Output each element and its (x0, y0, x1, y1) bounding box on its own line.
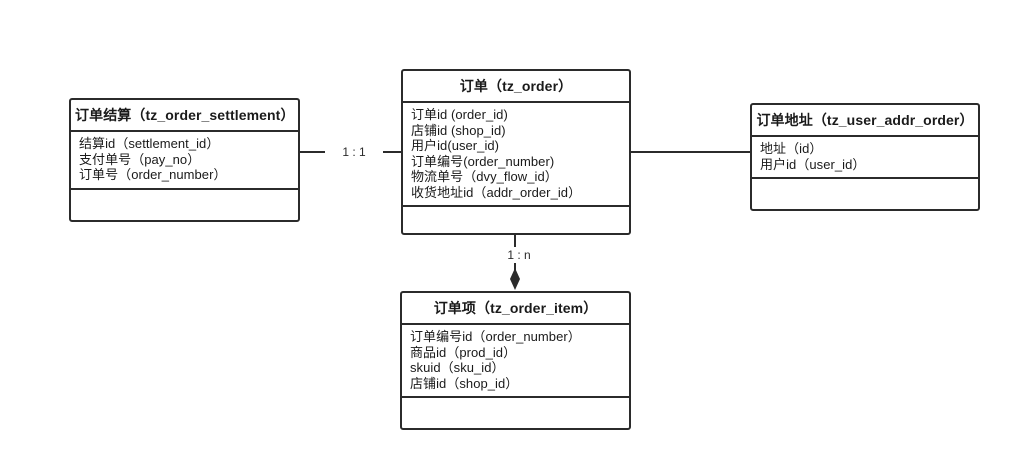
entity-title-order-item: 订单项（tz_order_item） (402, 293, 629, 325)
entity-attributes-order: 订单id (order_id) 店铺id (shop_id) 用户id(user… (403, 103, 629, 207)
attribute-row: 店铺id (shop_id) (411, 122, 506, 138)
attribute-row: 用户id(user_id) (411, 138, 500, 153)
entity-title-order: 订单（tz_order） (403, 71, 629, 103)
connector-order-address (631, 151, 750, 153)
entity-methods-compartment-order-item (402, 398, 629, 428)
attribute-row: 地址（id） (760, 141, 823, 156)
attribute-row: skuid（sku_id） (410, 360, 505, 375)
attribute-row: 商品id（prod_id） (410, 344, 517, 360)
attribute-row: 结算id（settlement_id） (79, 136, 220, 151)
entity-methods-compartment-order-settlement (71, 190, 298, 220)
attribute-row: 支付单号（pay_no） (79, 151, 201, 167)
attribute-row: 订单号（order_number） (79, 167, 227, 182)
entity-box-order[interactable]: 订单（tz_order） 订单id (order_id) 店铺id (shop_… (401, 69, 631, 235)
entity-box-order-item[interactable]: 订单项（tz_order_item） 订单编号id（order_number） … (400, 291, 631, 430)
attribute-row: 订单编号id（order_number） (410, 329, 581, 344)
entity-attributes-user-addr-order: 地址（id） 用户id（user_id） (752, 137, 978, 179)
entity-box-user-addr-order[interactable]: 订单地址（tz_user_addr_order） 地址（id） 用户id（use… (750, 103, 980, 211)
entity-attributes-order-settlement: 结算id（settlement_id） 支付单号（pay_no） 订单号（ord… (71, 132, 298, 190)
attribute-row: 收货地址id（addr_order_id） (411, 184, 582, 200)
attribute-row: 物流单号（dvy_flow_id） (411, 169, 558, 184)
attribute-row: 订单id (order_id) (411, 107, 508, 122)
entity-methods-compartment-user-addr-order (752, 179, 978, 209)
relationship-label-order-orderitem: 1 : n (492, 247, 546, 263)
filled-diamond-icon (509, 268, 521, 295)
attribute-row: 订单编号(order_number) (411, 153, 555, 169)
entity-title-order-settlement: 订单结算（tz_order_settlement） (71, 100, 298, 132)
entity-title-user-addr-order: 订单地址（tz_user_addr_order） (752, 105, 978, 137)
entity-methods-compartment-order (403, 207, 629, 233)
relationship-label-settlement-order: 1 : 1 (325, 144, 383, 160)
entity-attributes-order-item: 订单编号id（order_number） 商品id（prod_id） skuid… (402, 325, 629, 398)
attribute-row: 用户id（user_id） (760, 156, 866, 172)
entity-box-order-settlement[interactable]: 订单结算（tz_order_settlement） 结算id（settlemen… (69, 98, 300, 222)
attribute-row: 店铺id（shop_id） (410, 375, 519, 391)
